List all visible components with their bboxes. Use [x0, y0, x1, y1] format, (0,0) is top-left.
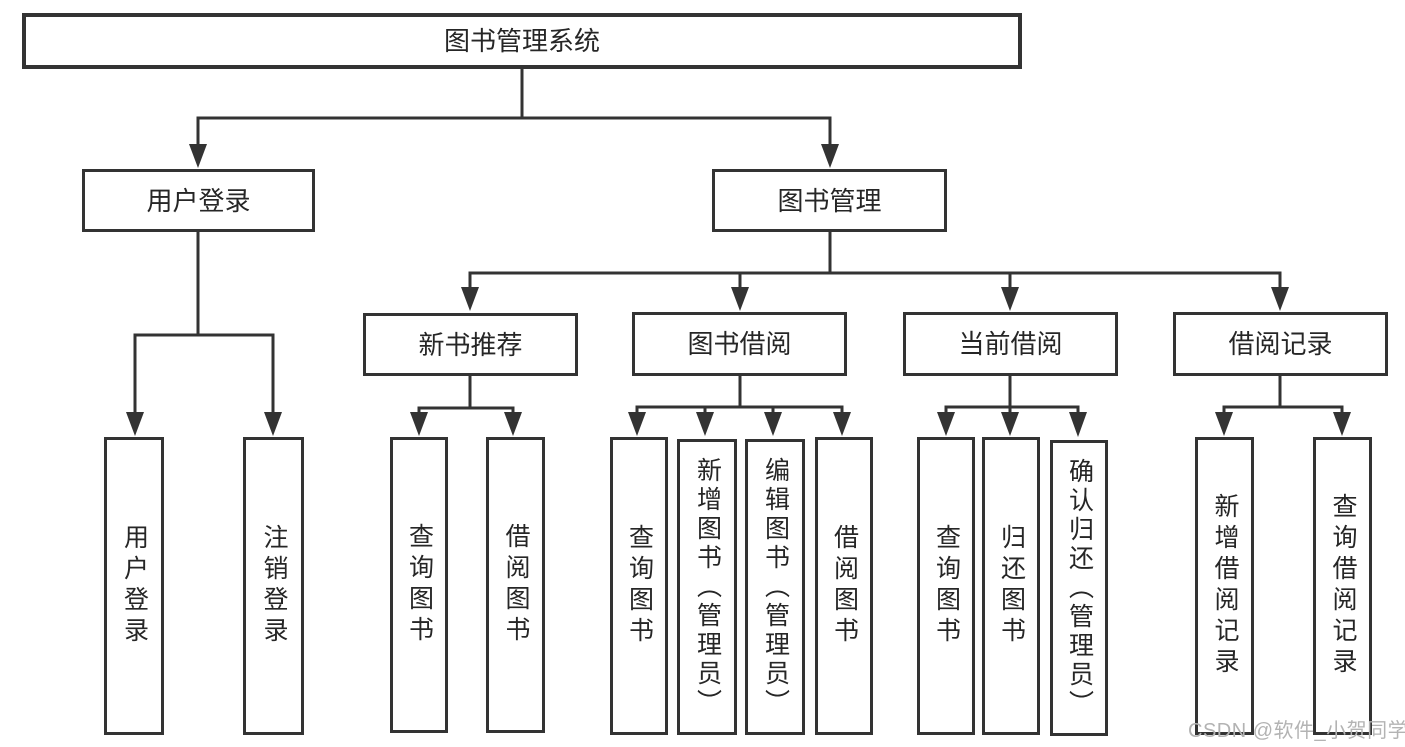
node-label: 归还图书	[997, 524, 1026, 648]
node-label: 新增借阅记录	[1211, 493, 1239, 679]
arrowhead	[696, 412, 714, 436]
arrowhead	[833, 412, 851, 436]
arrowhead	[937, 412, 955, 436]
connector-borrowrecords-to-leaves	[1222, 376, 1344, 416]
connector-root-to-level2	[196, 68, 832, 148]
leaf-edit-book-admin: 编辑图书（管理员）	[745, 439, 805, 735]
node-label: 查询图书	[405, 523, 434, 647]
node-label: 用户登录	[120, 524, 149, 648]
node-book-management: 图书管理	[712, 169, 947, 232]
arrowheads	[126, 144, 1351, 437]
arrowhead	[504, 412, 522, 436]
node-user-login: 用户登录	[82, 169, 315, 232]
arrowhead	[731, 287, 749, 311]
node-book-borrowing: 图书借阅	[632, 312, 847, 376]
node-label: 新增图书（管理员）	[693, 456, 722, 718]
leaf-add-book-admin: 新增图书（管理员）	[677, 439, 737, 735]
leaf-user-login: 用户登录	[104, 437, 164, 735]
arrowhead	[1215, 412, 1233, 436]
connector-userlogin-to-leaves	[133, 232, 275, 416]
node-label: 图书管理	[777, 185, 882, 216]
arrowhead	[1069, 412, 1087, 437]
arrowhead	[1271, 287, 1289, 311]
arrowhead	[189, 144, 207, 168]
leaf-query-borrow-record: 查询借阅记录	[1313, 437, 1372, 735]
arrowhead	[1001, 412, 1019, 436]
node-label: 借阅图书	[830, 524, 859, 648]
leaf-add-borrow-record: 新增借阅记录	[1195, 437, 1254, 735]
arrowhead	[764, 412, 782, 436]
leaf-borrow-books-2: 借阅图书	[815, 437, 873, 735]
arrowhead	[126, 412, 144, 436]
connector-currentborrow-to-leaves	[944, 376, 1080, 416]
node-label: 当前借阅	[958, 329, 1063, 359]
node-label: 确认归还（管理员）	[1065, 457, 1094, 719]
leaf-query-books-1: 查询图书	[390, 437, 448, 733]
node-borrowing-records: 借阅记录	[1173, 312, 1388, 376]
leaf-borrow-books-1: 借阅图书	[486, 437, 545, 733]
leaf-query-books-2: 查询图书	[610, 437, 668, 735]
node-label: 借阅记录	[1228, 329, 1333, 359]
arrowhead	[1001, 287, 1019, 311]
node-label: 查询图书	[625, 524, 654, 648]
leaf-confirm-return-admin: 确认归还（管理员）	[1050, 440, 1108, 736]
arrowhead	[264, 412, 282, 436]
node-label: 注销登录	[260, 524, 288, 648]
node-new-book-recommend: 新书推荐	[363, 313, 578, 376]
node-label: 查询图书	[932, 524, 961, 648]
node-label: 图书管理系统	[443, 26, 600, 56]
leaf-return-book: 归还图书	[982, 437, 1040, 735]
node-label: 编辑图书（管理员）	[761, 456, 790, 718]
leaf-logout: 注销登录	[243, 437, 304, 735]
node-label: 借阅图书	[502, 523, 530, 647]
node-current-borrowing: 当前借阅	[903, 312, 1118, 376]
node-label: 查询借阅记录	[1329, 493, 1357, 679]
node-label: 用户登录	[146, 185, 251, 216]
node-label: 新书推荐	[418, 329, 523, 360]
arrowhead	[628, 412, 646, 436]
arrowhead	[821, 144, 839, 168]
node-label: 图书借阅	[687, 329, 792, 359]
arrowhead	[1333, 412, 1351, 436]
arrowhead	[410, 412, 428, 436]
leaf-query-books-3: 查询图书	[917, 437, 975, 735]
csdn-watermark: CSDN @软件_小贺同学	[1188, 720, 1405, 742]
connector-bookmgmt-to-level3	[468, 232, 1282, 292]
node-library-system: 图书管理系统	[22, 13, 1022, 69]
connector-bookborrow-to-leaves	[635, 376, 844, 416]
connector-newbookrec-to-leaves	[417, 376, 515, 416]
arrowhead	[461, 287, 479, 311]
